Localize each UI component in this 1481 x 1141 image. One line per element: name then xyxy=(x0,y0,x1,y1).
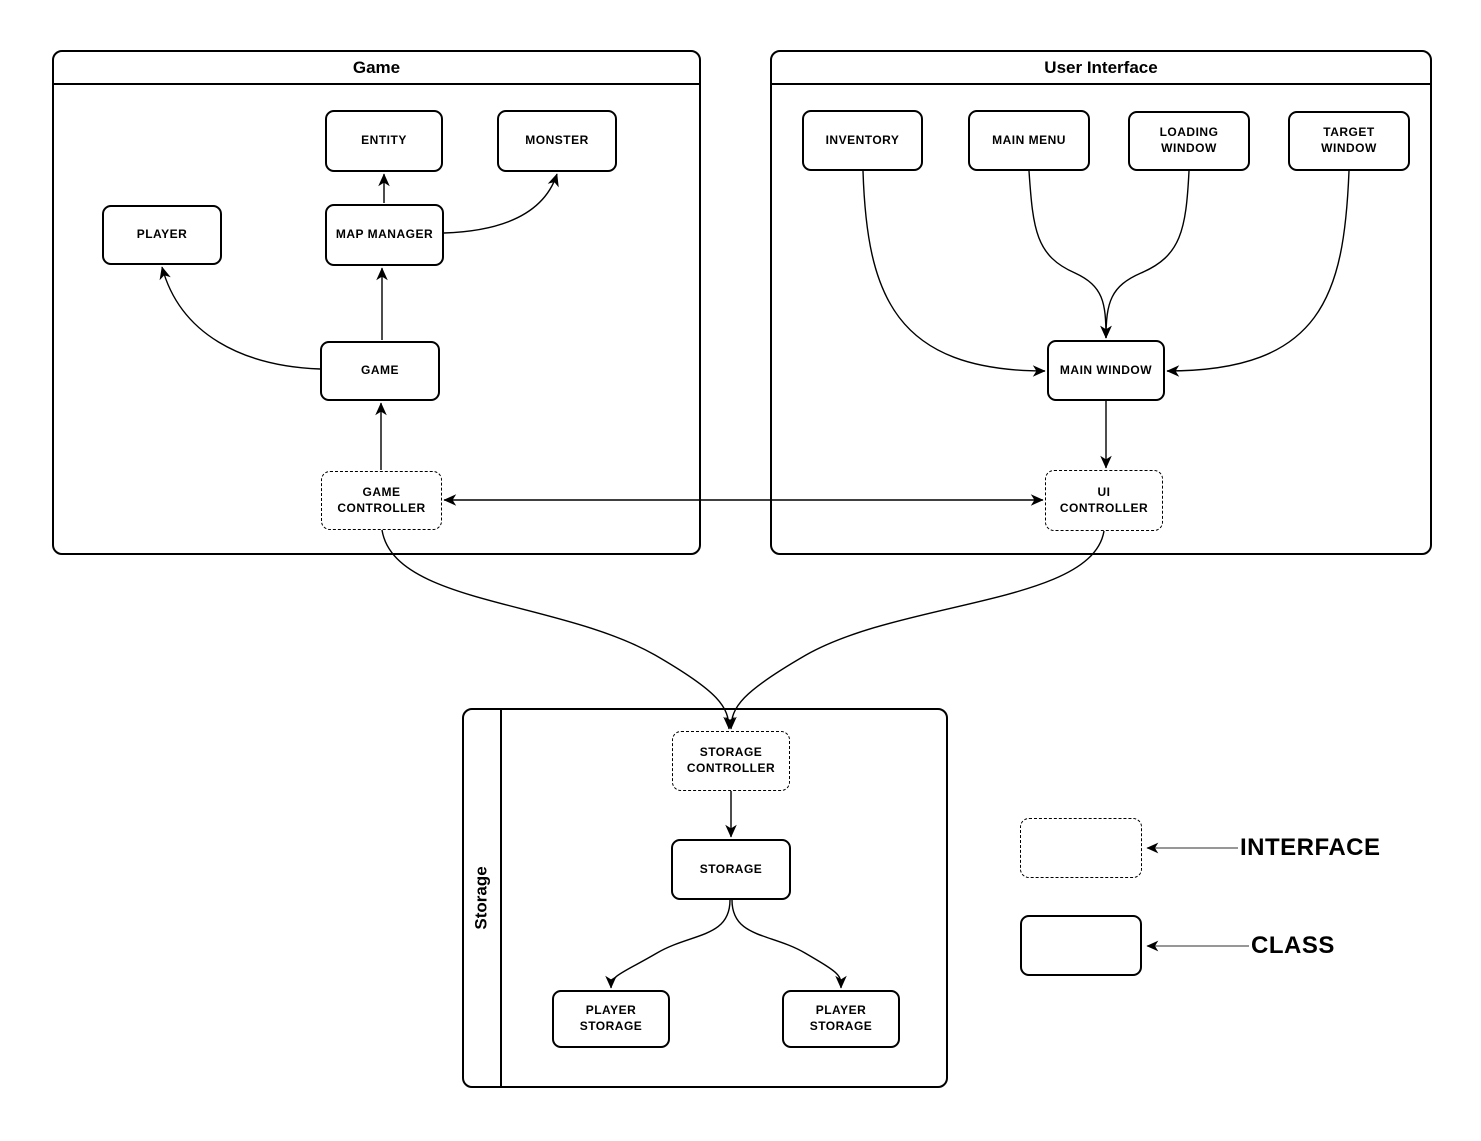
node-loading-window: LOADING WINDOW xyxy=(1128,111,1250,171)
node-map-manager: MAP MANAGER xyxy=(325,204,444,266)
container-storage-title-strip: Storage xyxy=(464,710,502,1086)
node-monster: MONSTER xyxy=(497,110,617,172)
node-entity: ENTITY xyxy=(325,110,443,172)
container-storage-title: Storage xyxy=(472,866,492,930)
node-player-storage-2: PLAYER STORAGE xyxy=(782,990,900,1048)
legend-interface-label: INTERFACE xyxy=(1240,834,1381,861)
node-player: PLAYER xyxy=(102,205,222,265)
container-user-interface-title: User Interface xyxy=(772,52,1430,85)
node-player-storage-1: PLAYER STORAGE xyxy=(552,990,670,1048)
node-main-menu: MAIN MENU xyxy=(968,110,1090,171)
node-game: GAME xyxy=(320,341,440,401)
node-inventory: INVENTORY xyxy=(802,110,923,171)
legend-class-label: CLASS xyxy=(1251,932,1335,959)
node-storage-controller: STORAGE CONTROLLER xyxy=(672,731,790,791)
node-ui-controller: UI CONTROLLER xyxy=(1045,470,1163,531)
node-main-window: MAIN WINDOW xyxy=(1047,340,1165,401)
legend-class-box xyxy=(1020,915,1142,976)
container-game-title: Game xyxy=(54,52,699,85)
edge-ui-controller-storage-controller xyxy=(725,530,1105,730)
node-game-controller: GAME CONTROLLER xyxy=(321,471,442,530)
node-storage: STORAGE xyxy=(671,839,791,900)
edge-game-controller-storage-controller xyxy=(381,529,735,730)
legend-interface-box xyxy=(1020,818,1142,878)
node-target-window: TARGET WINDOW xyxy=(1288,111,1410,171)
